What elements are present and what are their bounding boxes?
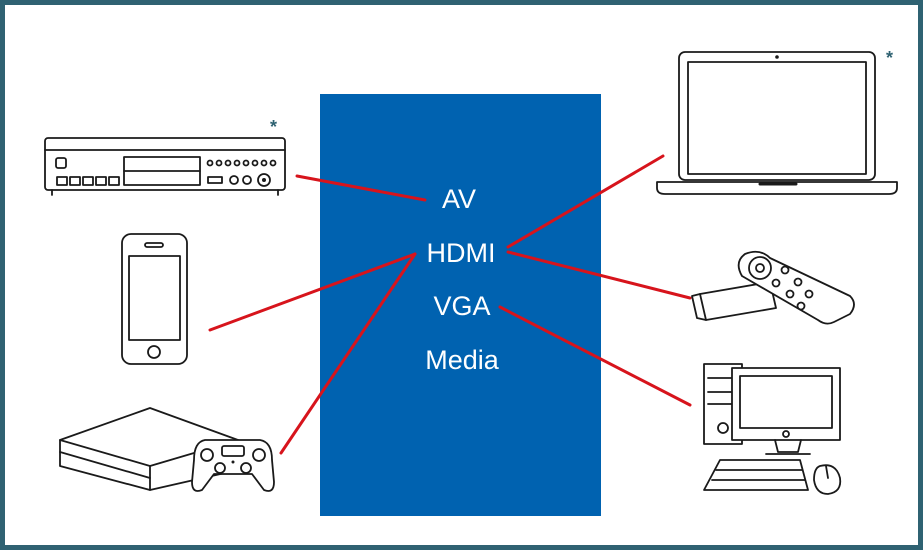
wire-stick-to-hdmi [506, 250, 692, 300]
wire-phone-to-hdmi [208, 252, 417, 332]
wire-laptop-to-hdmi [506, 154, 665, 249]
label-vga: VGA [433, 291, 490, 321]
streaming-stick-icon [691, 250, 855, 325]
label-hdmi: HDMI [427, 238, 496, 268]
wire-console-to-hdmi [279, 252, 417, 455]
wire-dvd-to-av [295, 174, 427, 202]
dvd-asterisk-marker: * [270, 117, 277, 137]
wires [208, 154, 692, 455]
dvd-player-icon [44, 137, 286, 196]
input-panel [320, 94, 601, 516]
smartphone-icon [121, 233, 188, 365]
desktop-computer-icon [703, 363, 842, 495]
laptop-icon [656, 51, 898, 195]
label-media: Media [425, 345, 500, 375]
label-av: AV [442, 184, 476, 214]
game-console-icon [59, 407, 275, 492]
laptop-asterisk-marker: * [886, 48, 893, 68]
wire-pc-to-vga [498, 305, 692, 407]
